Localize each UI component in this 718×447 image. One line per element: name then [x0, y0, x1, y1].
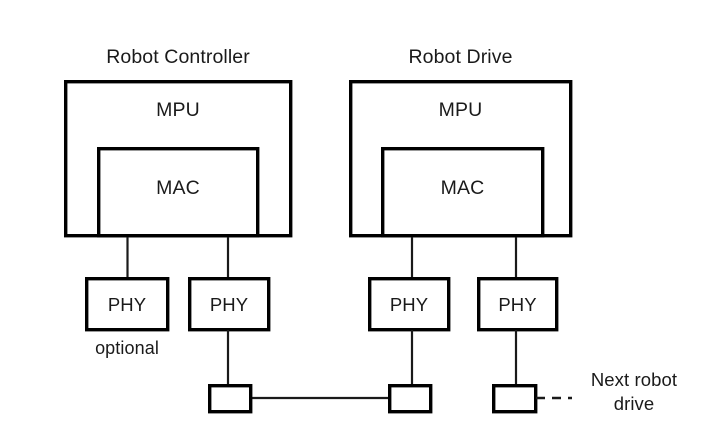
phy-label-drive-right: PHY	[498, 294, 537, 315]
group-title-robot-drive: Robot Drive	[408, 46, 513, 68]
mac-box-robot-drive[interactable]	[381, 146, 545, 238]
phy-box-controller-main[interactable]	[187, 277, 271, 332]
next-robot-drive-line-1: Next robot	[590, 369, 678, 390]
mac-label-robot-drive: MAC	[440, 177, 485, 199]
phy-label-drive-left: PHY	[389, 294, 429, 315]
phy-label-controller-main: PHY	[209, 294, 249, 315]
next-robot-drive-label: Next robot drive	[575, 368, 693, 416]
mpu-label-robot-drive: MPU	[438, 99, 483, 121]
phy-box-drive-left[interactable]	[368, 277, 451, 332]
connector-box-3[interactable]	[492, 384, 538, 414]
next-robot-drive-line-2: drive	[613, 393, 655, 415]
mac-box-robot-controller[interactable]	[96, 146, 260, 238]
mac-label-robot-controller: MAC	[156, 177, 200, 199]
phy-box-drive-right[interactable]	[477, 277, 559, 332]
phy-label-controller-optional: PHY	[107, 294, 147, 315]
group-title-robot-controller: Robot Controller	[106, 46, 250, 68]
connector-box-2[interactable]	[388, 384, 433, 414]
mpu-label-robot-controller: MPU	[156, 99, 200, 121]
connector-box-1[interactable]	[207, 384, 253, 414]
phy-box-controller-optional[interactable]	[84, 277, 170, 332]
optional-note-label: optional	[95, 338, 159, 358]
